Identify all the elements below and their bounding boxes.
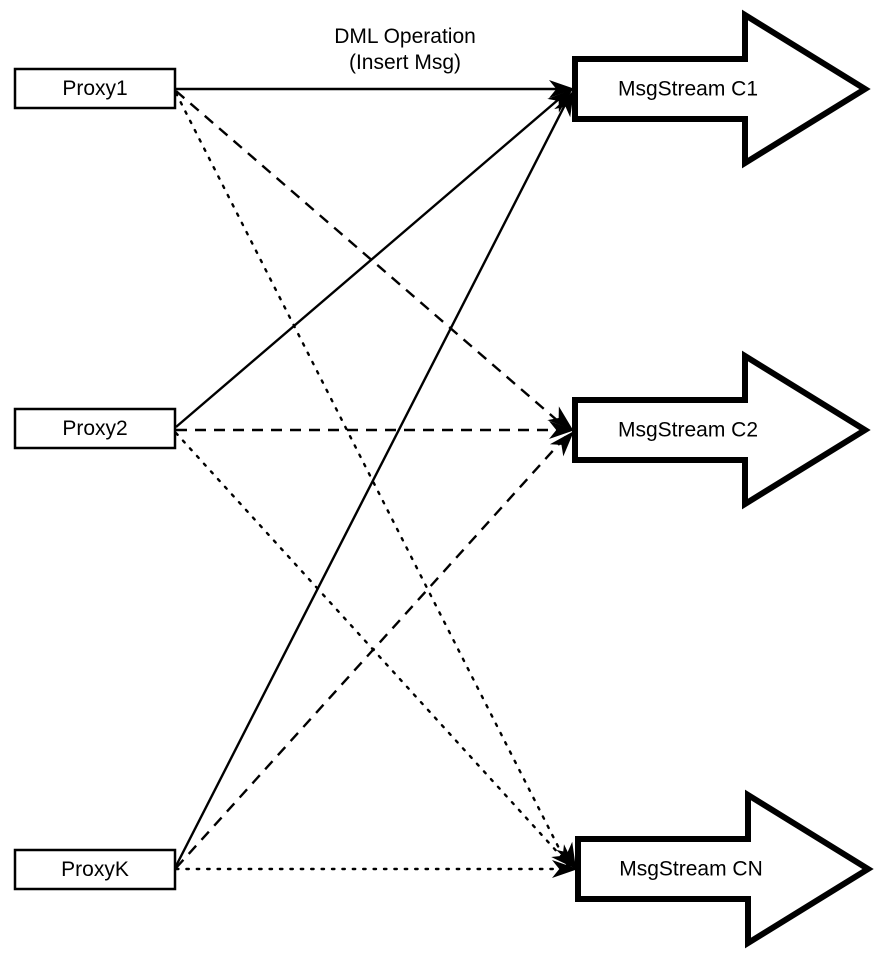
proxy1-box[interactable] [13,67,177,110]
edge-label-line1: DML Operation [334,25,476,48]
proxyk-label: ProxyK [61,858,129,881]
edge-label-line2: (Insert Msg) [349,51,461,74]
msgstream-c2-label: MsgStream C2 [618,419,758,442]
arrowhead-icon [547,89,573,113]
connection-layer [174,87,574,871]
msgstream-c1-arrow-shape[interactable] [572,9,871,169]
arrowhead-icon [552,860,578,878]
msgstream-cn-label: MsgStream CN [619,858,763,881]
node-proxyk[interactable]: ProxyK [13,848,177,891]
msgstream-cn-arrow-shape[interactable] [575,789,874,949]
arrowhead-icon [549,431,574,457]
arrowhead-layer [547,80,578,878]
msgstream-c1-label: MsgStream C1 [618,78,758,101]
edge-label-dml-operation: DML Operation (Insert Msg) [334,25,476,74]
node-msgstream-c1[interactable]: MsgStream C1 [572,9,871,169]
connection-proxy2-to-msgstream-c1 [175,92,567,428]
arrowhead-icon [547,406,573,430]
node-msgstream-cn[interactable]: MsgStream CN [575,789,874,949]
node-proxy1[interactable]: Proxy1 [13,67,177,110]
proxy2-box[interactable] [13,407,177,450]
arrowhead-icon [549,80,575,98]
arrowhead-icon [551,844,576,869]
connection-proxyk-to-msgstream-c2 [175,433,569,869]
node-msgstream-c2[interactable]: MsgStream C2 [572,350,871,510]
proxy2-label: Proxy2 [62,417,127,440]
connection-proxy1-to-msgstream-cn [174,91,570,868]
arrowhead-icon [554,90,574,118]
proxyk-box[interactable] [13,848,177,891]
connection-proxyk-to-msgstream-c1 [174,94,572,867]
node-proxy2[interactable]: Proxy2 [13,407,177,450]
msgstream-c2-arrow-shape[interactable] [572,350,871,510]
proxy1-label: Proxy1 [62,77,127,100]
arrowhead-icon [549,421,575,439]
